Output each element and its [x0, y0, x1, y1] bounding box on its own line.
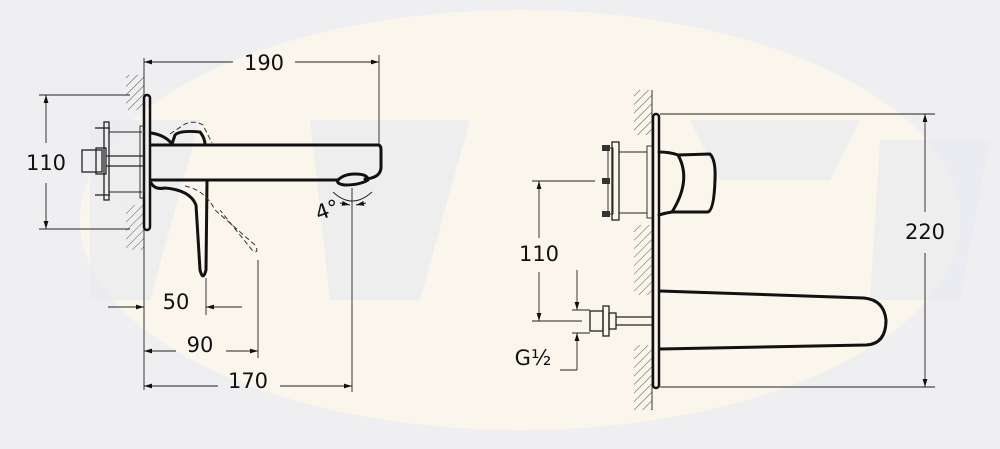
- cover-plate-front: [651, 112, 661, 390]
- dim-170: 170: [228, 369, 268, 393]
- spout: [149, 143, 383, 181]
- inlet-fitting: [589, 305, 652, 337]
- handle-knob: [657, 150, 717, 217]
- wall-hatch-top-front: [634, 90, 652, 135]
- rough-in-body: [81, 121, 145, 201]
- thread-label: G½: [515, 346, 552, 370]
- dim-90: 90: [187, 333, 214, 357]
- wall-hatch-mid-front: [634, 225, 652, 295]
- lever-handle: [149, 180, 209, 278]
- wall-hatch-top: [126, 75, 144, 110]
- wall-hatch-bottom-front: [634, 345, 652, 410]
- dim-110-front: 110: [519, 242, 559, 266]
- watermark: [80, 10, 990, 430]
- spout-front: [658, 289, 888, 351]
- wall-hatch-bottom: [126, 205, 144, 250]
- front-view: 220 110 G½: [515, 90, 945, 410]
- rough-in-bracket: [602, 141, 653, 221]
- dim-190: 190: [244, 51, 284, 75]
- dim-220: 220: [905, 220, 945, 244]
- dim-110-side: 110: [26, 151, 66, 175]
- dim-50: 50: [163, 290, 190, 314]
